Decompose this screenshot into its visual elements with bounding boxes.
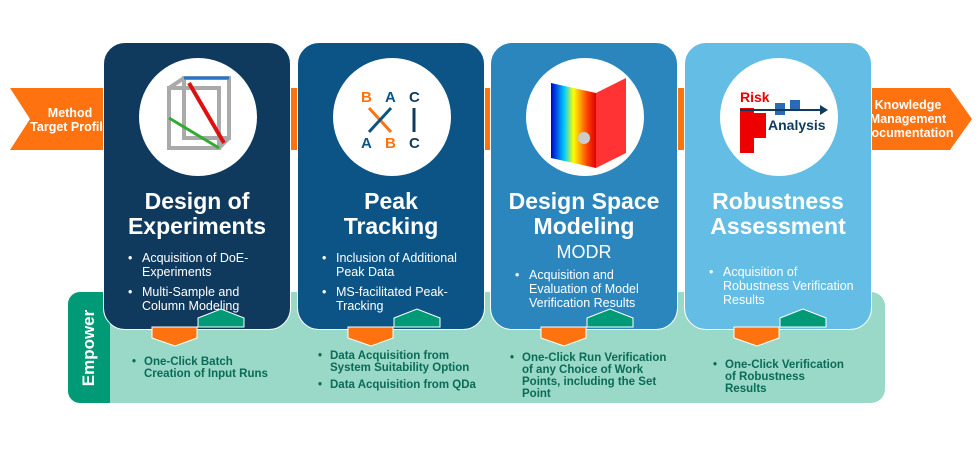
peak-tracking-icon: B A C A B C (333, 58, 451, 176)
bullet: Acquisition of DoE-Experiments (128, 251, 282, 279)
panel-title: Peak Tracking (343, 188, 439, 239)
empower-list-2: Data Acquisition from System Suitability… (318, 350, 493, 396)
end-label: Knowledge Management Documentation (862, 98, 954, 140)
icon-text: Analysis (768, 117, 826, 133)
bullet: Inclusion of Additional Peak Data (322, 251, 476, 279)
cube-design-icon (139, 58, 257, 176)
panel-subtitle: MODR (556, 242, 612, 262)
panel-peak-tracking: B A C A B C Peak Tracking Inclusion of A… (297, 42, 485, 330)
icon-text: Risk (740, 89, 770, 105)
bullet: MS-facilitated Peak-Tracking (322, 285, 476, 313)
design-space-icon (526, 58, 644, 176)
panel-title: Design of Experiments (127, 188, 267, 239)
empower-list-1: One-Click Batch Creation of Input Runs (132, 356, 282, 385)
empower-item: Data Acquisition from System Suitability… (318, 350, 493, 374)
bullet: Acquisition and Evaluation of Model Veri… (515, 268, 669, 310)
icon-letter: B (361, 89, 372, 106)
panel-title: Robustness Assessment (710, 188, 846, 239)
empower-item: One-Click Verification of Robustness Res… (713, 359, 848, 395)
empower-item: Data Acquisition from QDa (318, 379, 493, 391)
bullet: Multi-Sample and Column Modeling (128, 285, 282, 313)
icon-letter: B (385, 135, 396, 152)
bullet: Acquisition of Robustness Verification R… (709, 265, 863, 307)
start-label: Method Target Profile (30, 106, 110, 134)
icon-letter: A (361, 135, 372, 152)
panel-design-space-modeling: Design Space Modeling MODR Acquisition a… (490, 42, 678, 330)
risk-analysis-icon: Risk Analysis (720, 58, 838, 176)
icon-letter: A (385, 89, 396, 106)
empower-list-3: One-Click Run Verification of any Choice… (510, 352, 675, 405)
icon-letter: C (409, 135, 420, 152)
empower-list-4: One-Click Verification of Robustness Res… (713, 359, 848, 400)
panel-robustness-assessment: Risk Analysis Robustness Assessment Acqu… (684, 42, 872, 330)
panel-design-of-experiments: Design of Experiments Acquisition of DoE… (103, 42, 291, 330)
panel-title: Design Space Modeling (508, 188, 660, 239)
icon-letter: C (409, 89, 420, 106)
empower-item: One-Click Run Verification of any Choice… (510, 352, 675, 400)
empower-item: One-Click Batch Creation of Input Runs (132, 356, 282, 380)
